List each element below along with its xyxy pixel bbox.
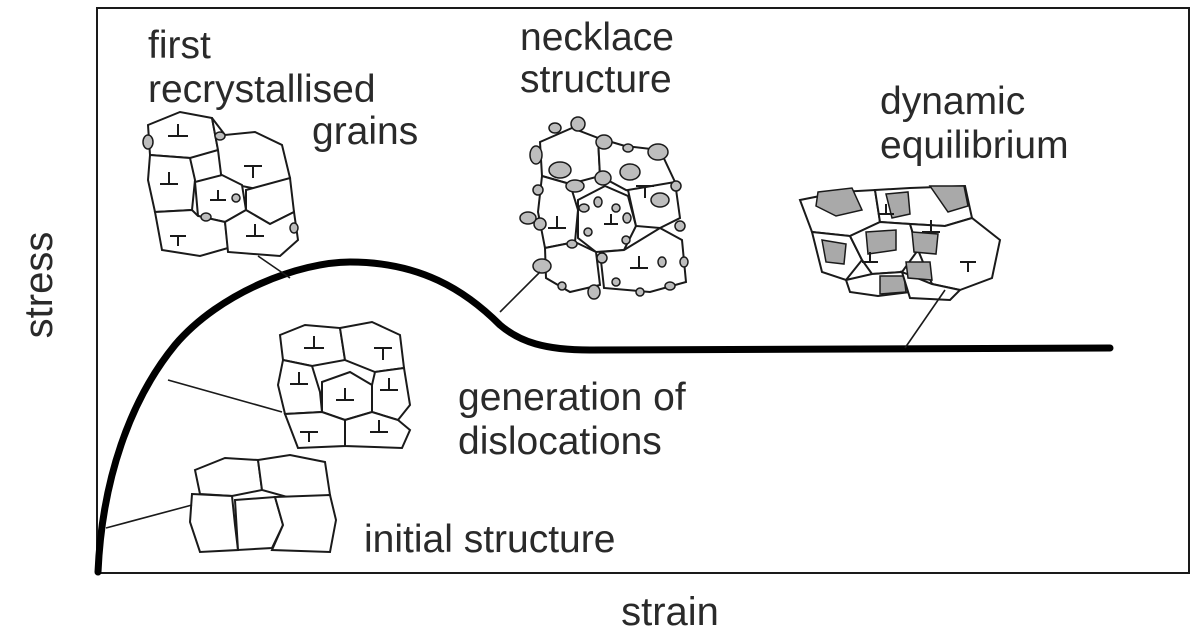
label-initial-structure: initial structure xyxy=(364,518,615,561)
label-generation-of: generation of xyxy=(458,376,686,419)
label-recrystallised: recrystallised xyxy=(148,68,376,111)
leader-generation xyxy=(168,380,282,412)
label-equilibrium: equilibrium xyxy=(880,124,1069,167)
label-dynamic: dynamic xyxy=(880,80,1025,123)
x-axis-label: strain xyxy=(621,590,719,634)
label-first: first xyxy=(148,24,211,67)
label-structure: structure xyxy=(520,58,672,101)
label-grains: grains xyxy=(312,110,418,153)
leader-necklace xyxy=(500,272,540,312)
label-dislocations: dislocations xyxy=(458,420,662,463)
y-axis-label: stress xyxy=(17,232,61,339)
label-necklace: necklace xyxy=(520,16,674,59)
dynamic-equilibrium-grains xyxy=(800,186,1000,300)
leader-initial xyxy=(106,505,192,528)
initial-structure-grains xyxy=(190,455,336,552)
